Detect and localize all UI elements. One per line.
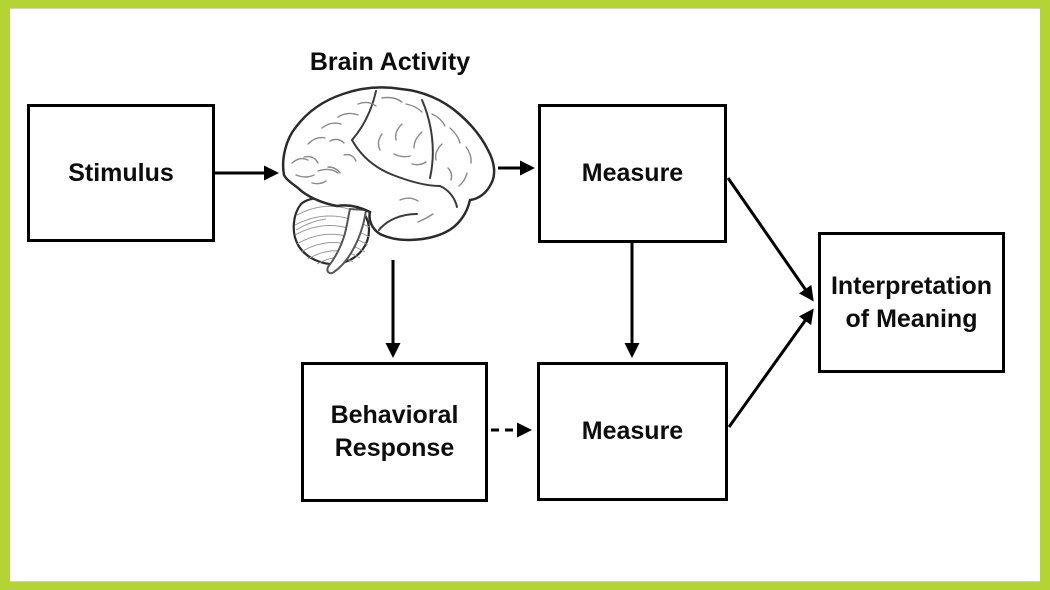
interpretation-node: Interpretation of Meaning <box>818 232 1005 373</box>
measure-top-node: Measure <box>538 104 727 243</box>
measure-top-label: Measure <box>581 159 684 187</box>
brain-stem <box>326 207 368 275</box>
brain-icon <box>281 86 496 275</box>
stimulus-node: Stimulus <box>27 104 215 242</box>
measure-bottom-label: Measure <box>581 417 684 445</box>
interpretation-label-line2: of Meaning <box>845 304 978 333</box>
measure-bottom-node: Measure <box>537 362 728 501</box>
behavioral-label-line2: Response <box>334 434 455 462</box>
arrow-measure-top-to-interpretation <box>726 177 814 302</box>
brain-major-sulci <box>351 90 458 231</box>
interpretation-label-line1: Interpretation <box>830 271 993 300</box>
stimulus-label: Stimulus <box>68 158 174 187</box>
arrow-measure-bottom-to-interpretation <box>727 308 814 428</box>
slide-canvas: Brain Activity <box>10 8 1040 582</box>
arrows-layer <box>215 160 814 438</box>
brain-gyri-lines <box>291 96 472 223</box>
diagram-title: Brain Activity <box>309 48 471 76</box>
behavioral-response-node: Behavioral Response <box>301 362 488 502</box>
behavioral-label-line1: Behavioral <box>330 401 459 429</box>
brain-cerebrum-outline <box>281 86 496 242</box>
